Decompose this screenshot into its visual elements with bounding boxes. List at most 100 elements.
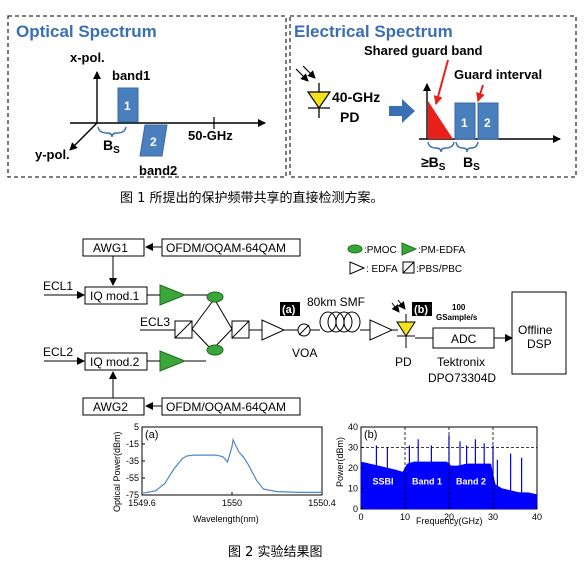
pmoc-1-icon [206,291,224,303]
chart-a-ylabel: Optical Power(dBm) [112,431,122,512]
shared-guard-band-label: Shared guard band [364,43,483,58]
pm-edfa-2-icon [159,350,187,372]
ecl1-label: ECL1 [43,279,73,293]
smf-coil-icon [319,311,361,333]
chart-a-ytick-label: -55 [126,473,139,483]
iq-mod2-label: IQ mod.2 [90,355,140,369]
elec-band2-block [477,102,499,140]
chart-b-region-label: Band 1 [412,476,442,486]
marker-a-label: (a) [282,304,296,316]
light-arrow-2 [302,65,316,79]
ecl3-label: ECL3 [140,315,170,329]
ofdm1-label: OFDM/OQAM-64QAM [166,241,286,255]
fig2-caption: 图 2 实验结果图 [228,544,323,560]
chart-a-frame [141,426,323,496]
chart-b-region-label: Band 2 [456,476,486,486]
elec-band2-number: 2 [484,116,491,130]
pm-edfa-1-icon [159,284,187,306]
band1-block [117,87,139,123]
band2-label: band2 [139,163,177,178]
pd-setup-label: PD [395,355,412,369]
chart-a-xtick-label: 1550.4 [308,498,336,508]
adc-label: ADC [451,332,477,346]
awg2-label: AWG2 [93,400,128,414]
shared-guard-band-arrow [433,59,449,105]
bs-brace-electrical [455,141,479,153]
guard-interval-label: Guard interval [454,67,542,82]
chart-b-xtick-label: 10 [400,512,410,522]
ssbi-triangle [428,101,453,139]
pbs-1-icon [174,320,193,339]
elec-band1-number: 1 [461,116,468,130]
band2-block-number: 2 [150,135,157,149]
chart-a-ytick-label: -35 [126,456,139,466]
chart-b-xlabel: Frequency(GHz) [416,516,483,526]
dsp-label: DSP [527,337,552,351]
freq-50ghz-label: 50-GHz [188,128,233,143]
legend: :PMOC :PM-EDFA : EDFA :PBS/PBC [347,242,466,275]
pd-label: PD [340,109,359,125]
coupler-paths [185,294,233,351]
edfa-2-icon [369,319,394,341]
optical-panel-title: Optical Spectrum [16,22,157,41]
pd-bandwidth-label: 40-GHz [332,89,380,105]
chart-a-xtick-label: 1550 [222,498,242,508]
offline-label: Offline [518,323,553,337]
optical-panel-frame [7,15,287,178]
iq-mod1-label: IQ mod.1 [90,289,140,303]
legend-pmedfa-label: :PM-EDFA [418,245,466,256]
voa-label: VOA [292,346,317,360]
optical-z-axis [69,122,98,151]
elec-band1-block [454,102,476,140]
offline-dsp-box [511,291,567,375]
chart-a-xtick-label: 1549.6 [128,498,156,508]
chart-b-ytick-label: 40 [348,422,358,432]
adc-rate-unit: GSample/s [436,313,478,322]
edfa-1-icon [261,319,286,341]
chart-a-panel-label: (a) [145,429,158,441]
ofdm2-label: OFDM/OQAM-64QAM [166,400,286,414]
bs-label-optical: BS [103,137,120,156]
chart-b-ytick-label: 0 [353,504,358,514]
chart-a-ytick-label: -75 [126,490,139,500]
guard-interval-arrow [476,84,485,102]
chart-b-ytick-label: 20 [348,463,358,473]
chart-a-series-line [141,437,322,494]
legend-pmoc-label: :PMOC [364,245,397,256]
band1-label: band1 [112,68,150,83]
setup-photodiode-icon [396,314,416,348]
chart-b-region-label: SSBI [372,476,393,486]
ypol-label: y-pol. [35,147,70,162]
smf-label: 80km SMF [307,295,365,309]
electrical-panel-title: Electrical Spectrum [294,22,453,41]
legend-edfa-label: : EDFA [366,264,398,275]
chart-a-ytick-label: -15 [126,439,139,449]
conversion-arrow-icon [389,99,415,123]
chart-b-ytick-label: 10 [348,484,358,494]
band1-block-number: 1 [124,99,131,113]
scope-brand: Tektronix [437,355,485,369]
bs-label-electrical: BS [463,154,480,173]
chart-a-xlabel: Wavelength(nm) [193,514,259,524]
electrical-panel-frame [289,15,577,178]
photodiode-icon [306,83,332,118]
pbc-2-icon [231,320,250,339]
fig1-caption: 图 1 所提出的保护频带共享的直接检测方案。 [120,190,384,206]
chart-b-xtick-label: 40 [532,512,542,522]
chart-a-ytick-label: 5 [134,422,139,432]
marker-b-label: (b) [414,304,428,316]
scope-model: DPO73304D [428,371,496,385]
light-arrow-1 [295,68,309,82]
chart-b-xtick-label: 30 [488,512,498,522]
bs-brace-optical [97,126,127,138]
chart-b-ytick-label: 30 [348,443,358,453]
xpol-label: x-pol. [70,50,105,65]
marker-b-badge [412,302,432,316]
chart-b-ylabel: Power(dBm) [335,437,345,487]
awg1-label: AWG1 [93,241,128,255]
adc-rate-number: 100 [452,303,466,312]
chart-b-panel-label: (b) [364,429,377,441]
